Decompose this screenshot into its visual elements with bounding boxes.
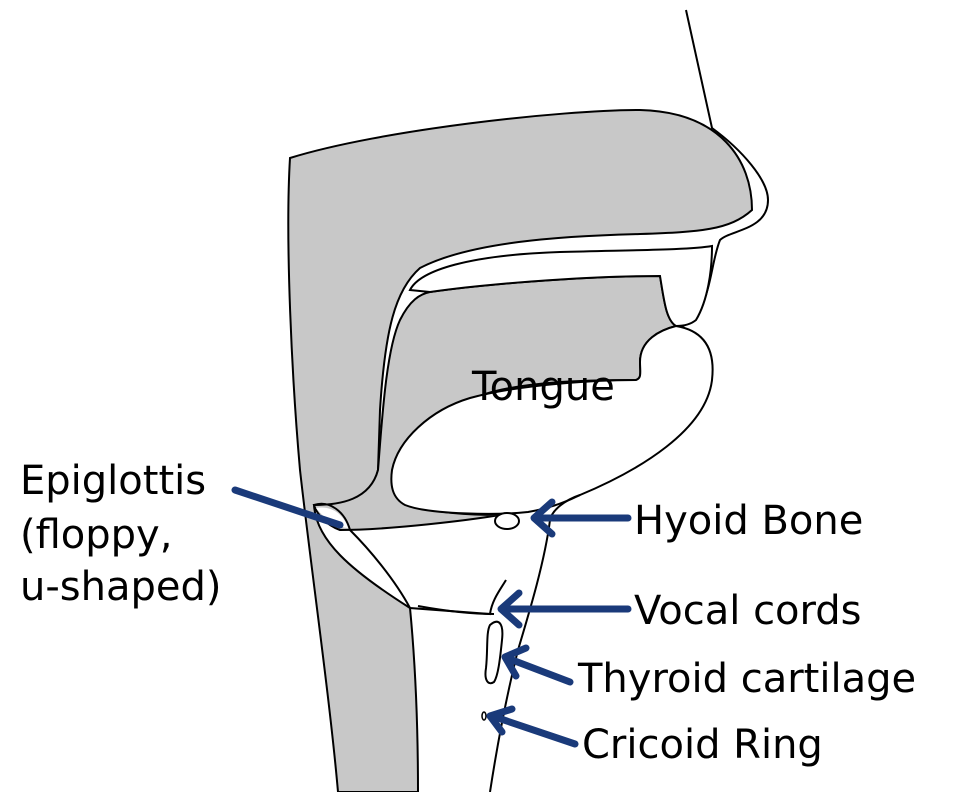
label-vocal-cords: Vocal cords [634,588,862,634]
label-cricoid-ring: Cricoid Ring [582,722,823,768]
thyroid-cartilage [485,622,502,683]
label-hyoid-bone: Hyoid Bone [634,498,863,544]
label-tongue: Tongue [471,364,615,410]
hyoid-bone [495,513,519,529]
anterior-neck-line [490,495,580,792]
cricoid-ring [482,712,486,720]
label-epiglottis-line3: u-shaped) [20,564,221,610]
label-epiglottis-line1: Epiglottis [20,458,206,504]
arrows [235,490,628,744]
label-epiglottis-line2: (floppy, [20,512,172,558]
label-thyroid-cartilage: Thyroid cartilage [577,656,916,702]
